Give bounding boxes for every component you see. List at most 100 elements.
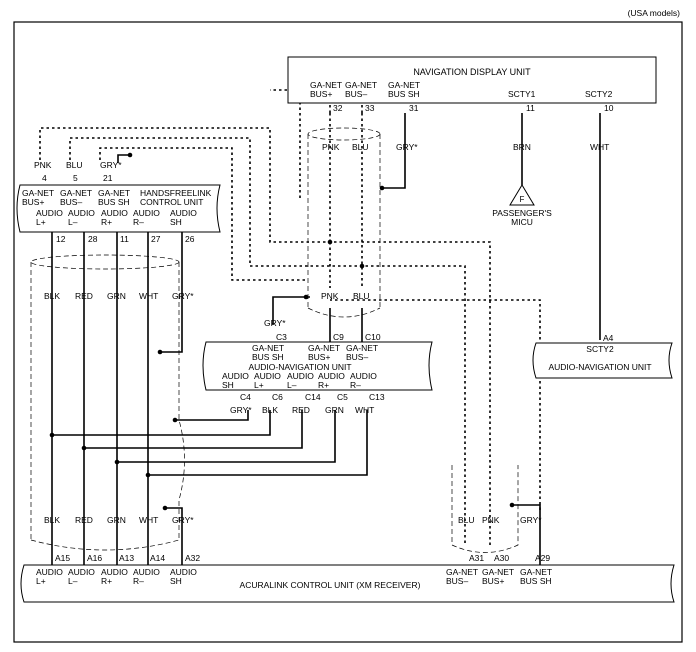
junction-dots [49,152,515,511]
pin-label: R– [133,576,144,586]
pin-label: BUS+ [22,197,44,207]
pin-label: 26 [185,234,195,244]
pin-label: PNK [34,160,52,170]
pin-label: GA-NET [310,80,342,90]
pin-label: 32 [333,103,343,113]
pin-label: A32 [185,553,200,563]
pin-label: C6 [272,392,283,402]
pin-label: GRY* [172,291,194,301]
micu-symbol: F [520,195,525,204]
pin-label: BUS SH [98,197,130,207]
pin-label: 27 [151,234,161,244]
pin-label: A15 [55,553,70,563]
acuralink-title: ACURALINK CONTROL UNIT (XM RECEIVER) [240,580,421,590]
pin-label: GRY* [100,160,122,170]
pin-label: GA-NET [346,343,378,353]
pin-label: 12 [56,234,66,244]
pin-label: PNK [321,291,339,301]
pin-label: A29 [535,553,550,563]
acuralink-control-unit: ACURALINK CONTROL UNIT (XM RECEIVER) [20,564,675,603]
pin-label: AUDIO [287,371,314,381]
pin-label: A13 [119,553,134,563]
pin-label: AUDIO [36,567,63,577]
pin-label: GRY* [520,515,542,525]
pin-label: GA-NET [520,567,552,577]
pin-label: PNK [482,515,500,525]
pin-label: BLU [458,515,475,525]
pin-label: L+ [254,380,264,390]
pin-label: 28 [88,234,98,244]
micu-name-line2: MICU [511,217,533,227]
pin-label: WHT [590,142,609,152]
pin-label: C3 [276,332,287,342]
pin-label: AUDIO [133,567,160,577]
pin-label: AUDIO [36,208,63,218]
pin-label: BLU [353,291,370,301]
pin-label: C9 [333,332,344,342]
pin-label: GRY* [230,405,252,415]
pin-label: GA-NET [388,80,420,90]
pin-label: R+ [318,380,329,390]
pin-label: GRN [107,291,126,301]
audio-nav-center-labels: PNK BLU GRY* C3 C9 C10 GA-NET BUS SH GA-… [222,291,385,415]
pin-label: C10 [365,332,381,342]
pin-label: L– [68,576,78,586]
pin-label: GRY* [264,318,286,328]
nav-display-pin-labels: GA-NET BUS+ GA-NET BUS– GA-NET BUS SH SC… [310,80,614,152]
handsfreelink-control-unit: HANDSFREELINK CONTROL UNIT [16,184,221,233]
pin-label: L+ [36,217,46,227]
pin-label: 21 [103,173,113,183]
pin-label: L– [68,217,78,227]
models-label: (USA models) [628,8,681,18]
pin-label: AUDIO [133,208,160,218]
audio-nav-right-pin: A4 [603,333,614,343]
pin-label: BLU [66,160,83,170]
audio-nav-right-title: AUDIO-NAVIGATION UNIT [548,362,651,372]
solid-wires [51,113,601,565]
pin-label: A31 [469,553,484,563]
handsfree-title-line2: CONTROL UNIT [140,197,203,207]
pin-label: R+ [101,217,112,227]
pin-label: BRN [513,142,531,152]
pin-label: 11 [120,234,129,244]
audio-navigation-unit-center: AUDIO-NAVIGATION UNIT [202,341,433,391]
pin-label: GA-NET [308,343,340,353]
pin-label: GRN [325,405,344,415]
pin-label: A16 [87,553,102,563]
pin-label: SCTY2 [585,89,613,99]
pin-label: AUDIO [68,567,95,577]
pin-label: BLK [44,515,60,525]
pin-label: R– [350,380,361,390]
pin-label: GA-NET [98,188,130,198]
pin-label: SCTY1 [508,89,536,99]
pin-label: 4 [42,173,47,183]
pin-label: WHT [139,291,158,301]
pin-label: 31 [409,103,419,113]
pin-label: BUS+ [310,89,332,99]
pin-label: WHT [139,515,158,525]
pin-label: A30 [494,553,509,563]
navigation-display-unit: NAVIGATION DISPLAY UNIT [287,56,657,104]
pin-label: GA-NET [252,343,284,353]
pin-label: BUS– [345,89,367,99]
pin-label: C14 [305,392,321,402]
pin-label: GA-NET [22,188,54,198]
pin-label: AUDIO [254,371,281,381]
pin-label: SH [222,380,234,390]
pin-label: BUS– [346,352,368,362]
pin-label: L+ [36,576,46,586]
pin-label: GRY* [172,515,194,525]
pin-label: L– [287,380,297,390]
pin-label: GRN [107,515,126,525]
pin-label: C5 [337,392,348,402]
pin-label: GA-NET [60,188,92,198]
pin-label: AUDIO [101,208,128,218]
ga-net-wires [39,89,541,545]
pin-label: BLK [44,291,60,301]
pin-label: AUDIO [318,371,345,381]
pin-label: BUS SH [520,576,552,586]
pin-label: WHT [355,405,374,415]
pin-label: AUDIO [170,208,197,218]
pin-label: BUS SH [388,89,420,99]
